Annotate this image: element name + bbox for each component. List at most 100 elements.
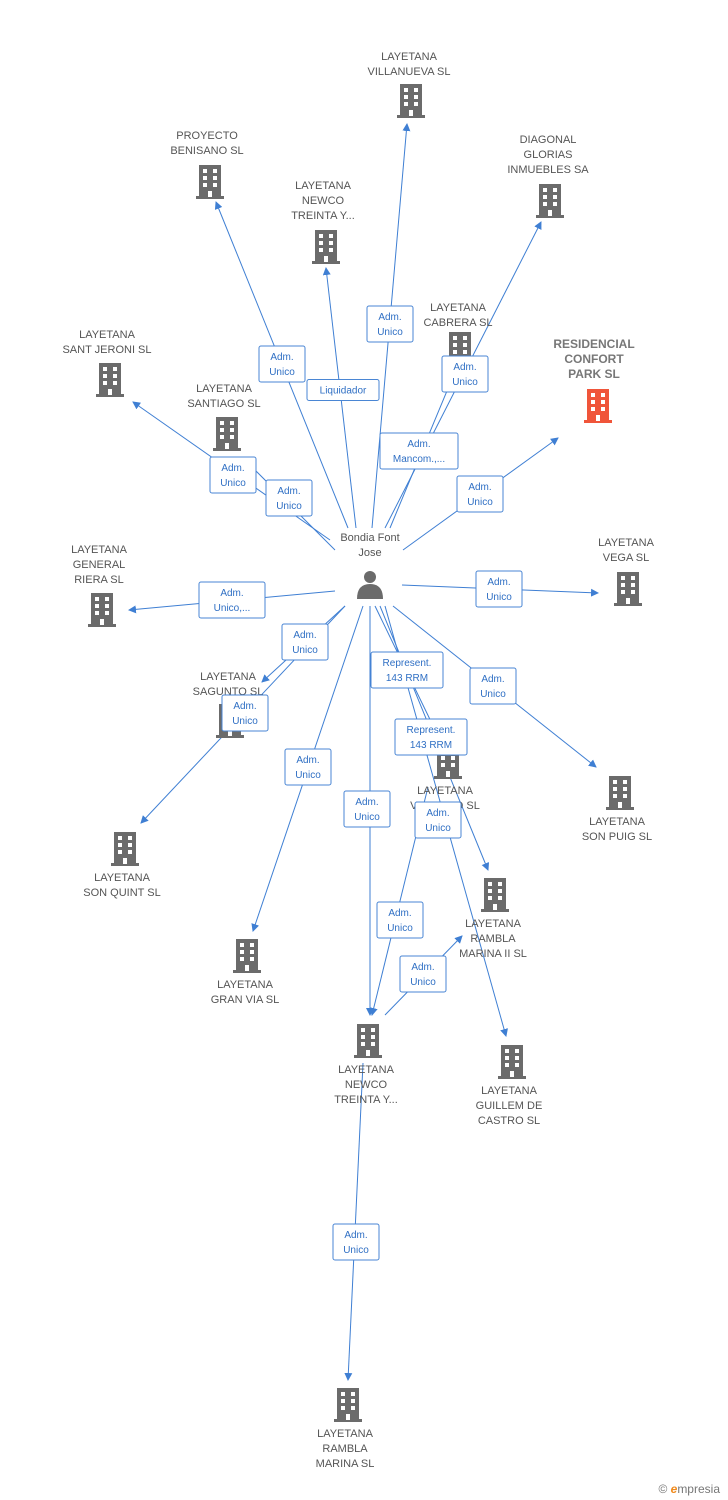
node-label: INMUEBLES SA (507, 164, 589, 176)
node-label: GENERAL (73, 559, 126, 571)
edge-label-bondia-to-villanueva[interactable]: Adm.Unico (366, 305, 414, 343)
edge-label-veinti-to-newco_bottom[interactable]: Adm.Unico (376, 901, 424, 939)
node-label: TREINTA Y... (334, 1094, 398, 1106)
edge-label-text: Adm. (411, 962, 434, 973)
edge-label-bondia-to-cabrera[interactable]: Adm.Unico (441, 355, 489, 393)
edge-label-text: Adm. (426, 808, 449, 819)
edge-label-bondia-to-vega[interactable]: Adm.Unico (475, 570, 523, 608)
edge-label-text: Adm. (270, 352, 293, 363)
edge-label-newco_bottom-to-rambla_marina_ii[interactable]: Adm. Unico (399, 955, 447, 993)
building-icon (196, 165, 224, 199)
node-label: PROYECTO (176, 130, 238, 142)
edge-label-bondia-to-son_puig[interactable]: Adm.Unico (469, 667, 517, 705)
building-icon (536, 184, 564, 218)
edge-label-text: Adm. (407, 439, 430, 450)
edge-label-text: Unico (292, 645, 318, 656)
edge-label-bondia-to-guillem[interactable]: Adm. Unico (414, 801, 462, 839)
edge-label-text: Unico (343, 1245, 369, 1256)
node-label: NEWCO (345, 1079, 388, 1091)
brand-initial: e (670, 1482, 678, 1496)
edge-label-bondia-to-rambla_marina_ii[interactable]: Represent. 143 RRM (394, 718, 468, 756)
node-label: RIERA SL (74, 574, 124, 586)
edge-label-bondia-to-residencial[interactable]: Adm.Unico (456, 475, 504, 513)
node-label: LAYETANA (196, 383, 252, 395)
edge-label-box (399, 955, 447, 993)
edge-label-bondia-to-general_riera[interactable]: Adm.Unico,... (198, 581, 266, 619)
node-label: LAYETANA (71, 544, 127, 556)
edge-label-bondia-to-sagunto[interactable]: Adm. Unico (281, 623, 329, 661)
edge-label-box (281, 623, 329, 661)
edge-label-text: Unico (354, 812, 380, 823)
edge-label-text: Unico,... (214, 603, 251, 614)
node-label: NEWCO (302, 195, 345, 207)
edge-label-box (221, 694, 269, 732)
edge-label-text: 143 RRM (410, 740, 452, 751)
edge-label-box (343, 790, 391, 828)
edge-label-text: Adm. (296, 755, 319, 766)
building-icon (584, 389, 612, 423)
company-node-villanueva[interactable]: LAYETANA VILLANUEVA SL (368, 51, 451, 118)
node-label: VILLANUEVA SL (368, 66, 451, 78)
node-label: LAYETANA (465, 918, 521, 930)
edge-label-text: Adm. (388, 908, 411, 919)
edge-label-box (475, 570, 523, 608)
edge-label-text: Unico (410, 977, 436, 988)
edge-label-text: Adm. (233, 701, 256, 712)
edge-label-text: Adm. (293, 630, 316, 641)
edge-label-box (332, 1223, 380, 1261)
edge-label-text: Adm. (344, 1230, 367, 1241)
node-label: LAYETANA (598, 537, 654, 549)
edge-label-bondia-to-son_quint[interactable]: Adm. Unico (221, 694, 269, 732)
edge-label-newco_bottom-to-rambla_marina[interactable]: Adm. Unico (332, 1223, 380, 1261)
node-label: LAYETANA (417, 785, 473, 797)
edge-label-text: Adm. (355, 797, 378, 808)
node-label: LAYETANA (481, 1085, 537, 1097)
company-node-general_riera[interactable]: LAYETANA GENERAL RIERA SL (71, 544, 128, 627)
edge-label-text: Represent. (407, 725, 456, 736)
edge-label-text: Adm. (453, 362, 476, 373)
edge-label-text: Unico (486, 592, 512, 603)
edge-label-bondia-to-gran_via[interactable]: Adm.Unico (284, 748, 332, 786)
edge-label-box (198, 581, 266, 619)
edge-label-bondia-to-santiago[interactable]: Adm.Unico (265, 479, 313, 517)
edge-label-box (376, 901, 424, 939)
edge-label-text: Adm. (481, 674, 504, 685)
building-icon (233, 939, 261, 973)
edge-label-bondia-to-newco_bottom[interactable]: Adm. Unico (343, 790, 391, 828)
node-label: PARK SL (568, 367, 620, 381)
edge-label-text: Unico (232, 716, 258, 727)
node-label: SON PUIG SL (582, 831, 652, 843)
copyright-icon: © (658, 1482, 668, 1496)
node-label: LAYETANA (381, 51, 437, 63)
edge-label-text: Adm. (468, 482, 491, 493)
edge-label-bondia-to-sant_jeroni[interactable]: Adm.Unico (209, 456, 257, 494)
edge-label-text: Unico (425, 823, 451, 834)
building-icon (614, 572, 642, 606)
edge-label-box (370, 651, 444, 689)
edge-label-bondia-to-diagonal[interactable]: Adm.Mancom.,... (379, 432, 459, 470)
edge-label-bondia-to-newco_top[interactable]: Liquidador (306, 379, 380, 401)
edge-label-box (258, 345, 306, 383)
edge-label-bondia-to-veinti[interactable]: Represent.143 RRM (370, 651, 444, 689)
node-label: GUILLEM DE (476, 1100, 543, 1112)
edge-label-text: Unico (377, 327, 403, 338)
edge-label-bondia-to-benisano[interactable]: Adm.Unico (258, 345, 306, 383)
